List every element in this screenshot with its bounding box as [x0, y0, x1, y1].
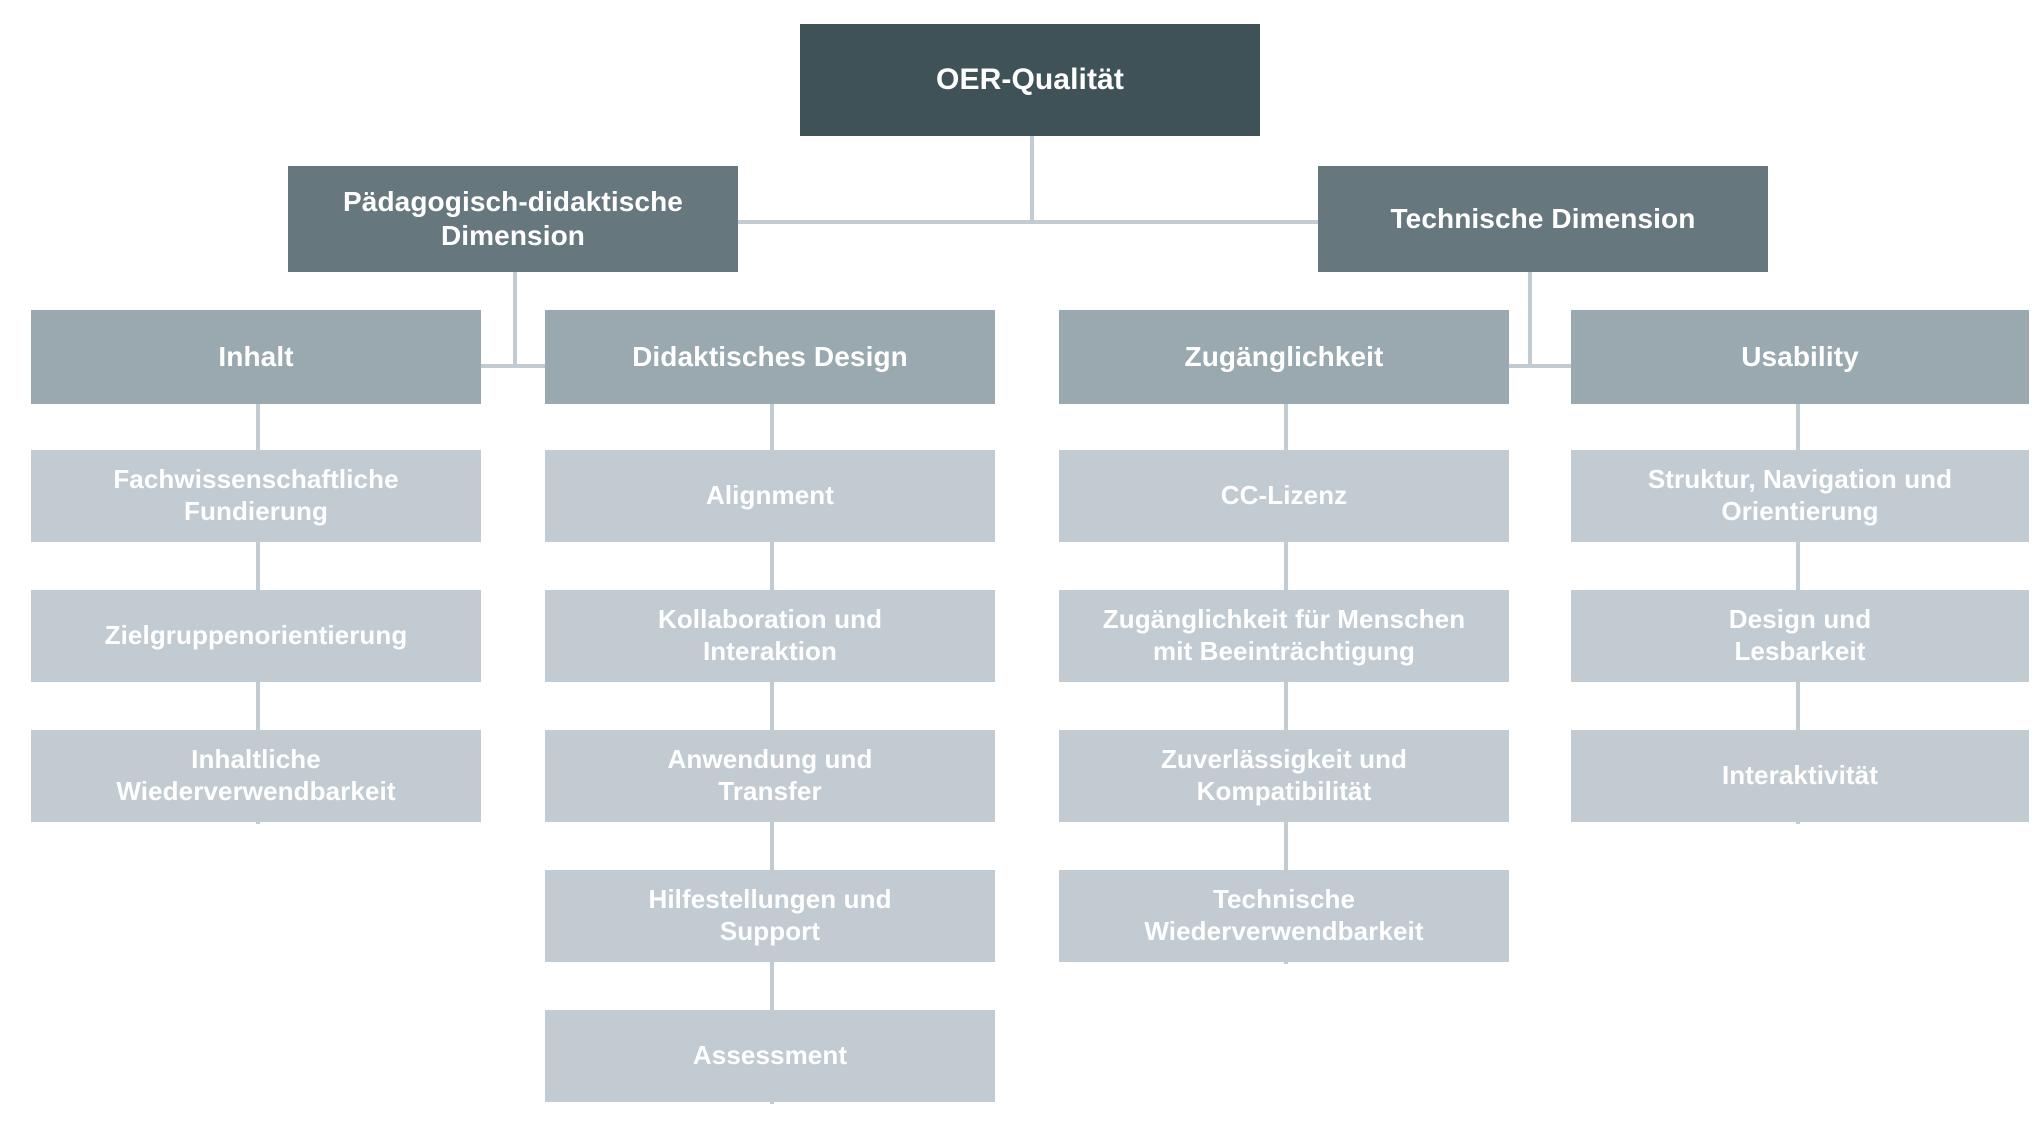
node-criterion-kollaboration-und-interaktion[interactable]: Kollaboration und Interaktion — [545, 590, 995, 682]
node-criterion-label: Fachwissenschaftliche Fundierung — [113, 464, 399, 526]
node-category-inhalt-label: Inhalt — [218, 340, 294, 372]
connector-dimension-bus — [738, 220, 1318, 224]
node-criterion-design-und-lesbarkeit[interactable]: Design und Lesbarkeit — [1571, 590, 2029, 682]
node-criterion-label: Struktur, Navigation und Orientierung — [1647, 464, 1953, 526]
node-dimension-paedagogisch-didaktisch[interactable]: Pädagogisch-didaktische Dimension — [288, 166, 738, 272]
node-criterion-hilfestellungen-und-support[interactable]: Hilfestellungen und Support — [545, 870, 995, 962]
node-criterion-zugaenglichkeit-beeintraechtigung[interactable]: Zugänglichkeit für Menschen mit Beeinträ… — [1059, 590, 1509, 682]
node-criterion-label: Zuverlässigkeit und Kompatibilität — [1160, 744, 1408, 806]
node-criterion-cc-lizenz[interactable]: CC-Lizenz — [1059, 450, 1509, 542]
connector-technical-down — [1528, 272, 1532, 368]
node-criterion-anwendung-und-transfer[interactable]: Anwendung und Transfer — [545, 730, 995, 822]
node-criterion-label: Design und Lesbarkeit — [1728, 604, 1872, 666]
node-criterion-label: Hilfestellungen und Support — [648, 884, 892, 946]
node-category-didaktisches-design-label: Didaktisches Design — [632, 340, 908, 372]
node-dimension-paedagogisch-label: Pädagogisch-didaktische Dimension — [343, 185, 683, 251]
node-criterion-struktur-navigation-orientierung[interactable]: Struktur, Navigation und Orientierung — [1571, 450, 2029, 542]
node-category-inhalt[interactable]: Inhalt — [31, 310, 481, 404]
node-criterion-label: Technische Wiederverwendbarkeit — [1144, 884, 1424, 946]
node-criterion-technische-wiederverwendbarkeit[interactable]: Technische Wiederverwendbarkeit — [1059, 870, 1509, 962]
connector-zugaenglichkeit-spine — [1284, 404, 1288, 964]
node-criterion-alignment[interactable]: Alignment — [545, 450, 995, 542]
connector-pedagogic-down — [513, 272, 517, 368]
connector-pedagogic-category-bus — [258, 364, 770, 368]
node-criterion-label: Inhaltliche Wiederverwendbarkeit — [116, 744, 396, 806]
node-criterion-label: Zielgruppenorientierung — [104, 620, 408, 651]
node-category-usability[interactable]: Usability — [1571, 310, 2029, 404]
node-criterion-label: Alignment — [705, 480, 834, 511]
node-criterion-interaktivitaet[interactable]: Interaktivität — [1571, 730, 2029, 822]
node-criterion-label: Assessment — [692, 1040, 848, 1071]
node-criterion-label: Interaktivität — [1721, 760, 1878, 791]
node-category-usability-label: Usability — [1741, 340, 1859, 372]
node-root-label: OER-Qualität — [936, 62, 1124, 96]
node-root-oer-qualitaet[interactable]: OER-Qualität — [800, 24, 1260, 136]
node-criterion-fachwissenschaftliche-fundierung[interactable]: Fachwissenschaftliche Fundierung — [31, 450, 481, 542]
node-category-zugaenglichkeit-label: Zugänglichkeit — [1184, 340, 1384, 372]
node-criterion-zuverlaessigkeit-und-kompatibilitaet[interactable]: Zuverlässigkeit und Kompatibilität — [1059, 730, 1509, 822]
node-criterion-label: Zugänglichkeit für Menschen mit Beeinträ… — [1102, 604, 1466, 666]
node-criterion-assessment[interactable]: Assessment — [545, 1010, 995, 1102]
node-category-zugaenglichkeit[interactable]: Zugänglichkeit — [1059, 310, 1509, 404]
node-criterion-zielgruppenorientierung[interactable]: Zielgruppenorientierung — [31, 590, 481, 682]
node-dimension-technische[interactable]: Technische Dimension — [1318, 166, 1768, 272]
node-dimension-technische-label: Technische Dimension — [1390, 202, 1696, 234]
connector-root-down — [1030, 136, 1034, 222]
node-criterion-inhaltliche-wiederverwendbarkeit[interactable]: Inhaltliche Wiederverwendbarkeit — [31, 730, 481, 822]
node-criterion-label: Anwendung und Transfer — [667, 744, 873, 806]
connector-technical-category-bus — [1278, 364, 1790, 368]
node-category-didaktisches-design[interactable]: Didaktisches Design — [545, 310, 995, 404]
node-criterion-label: CC-Lizenz — [1220, 480, 1348, 511]
node-criterion-label: Kollaboration und Interaktion — [657, 604, 883, 666]
